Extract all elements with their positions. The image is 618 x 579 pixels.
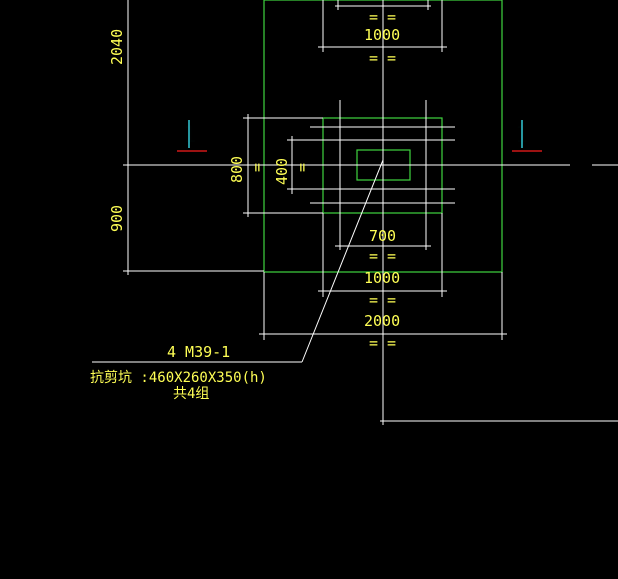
annotation-line1: 4 M39-1 — [167, 343, 230, 361]
section-mark-right-label: 1 — [515, 123, 528, 148]
width-1000: 1000 — [364, 269, 400, 287]
top-eq-upper: = = — [369, 8, 396, 26]
height-400: 400 — [273, 158, 291, 185]
width-700: 700 — [369, 227, 396, 245]
section-marks: 1 1 — [177, 120, 542, 152]
dimension-texts: = = 1000 = = 2040 900 800 = 400 = 700 = … — [108, 8, 400, 352]
eq-1000: = = — [369, 291, 396, 309]
top-width-1000: 1000 — [364, 26, 400, 44]
anchor-annotation: 4 M39-1 抗剪坑 :460X260X350(h) 共4组 — [90, 343, 267, 402]
top-eq: = = — [369, 49, 396, 67]
left-lower-900: 900 — [108, 205, 126, 232]
eq-800: = — [248, 163, 266, 172]
eq-700: = = — [369, 247, 396, 265]
left-upper-2040: 2040 — [108, 29, 126, 65]
dimension-lines — [92, 0, 618, 425]
eq-400: = — [293, 163, 311, 172]
eq-2000: = = — [369, 334, 396, 352]
annotation-line2: 抗剪坑 :460X260X350(h) — [90, 370, 267, 386]
height-800: 800 — [228, 156, 246, 183]
annotation-line3: 共4组 — [173, 386, 209, 402]
width-2000: 2000 — [364, 312, 400, 330]
section-mark-left-label: 1 — [183, 123, 196, 148]
